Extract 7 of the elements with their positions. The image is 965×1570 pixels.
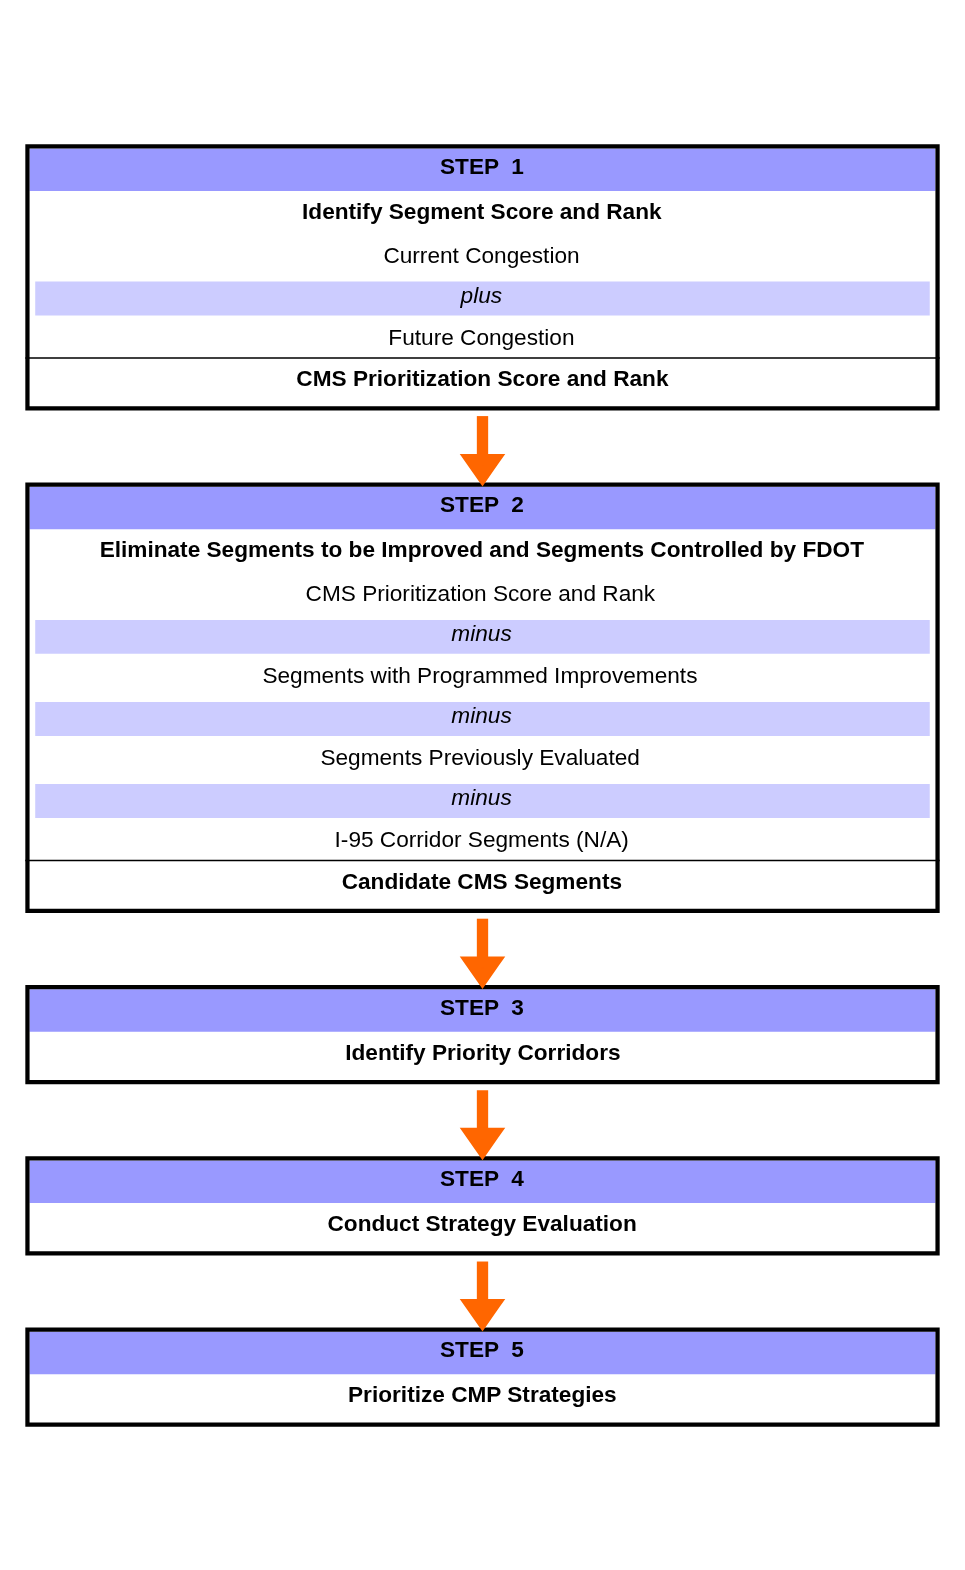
- node-box: STEP 5 Prioritize CMP Strategies: [25, 1327, 940, 1427]
- arrow: [459, 1089, 506, 1160]
- arrow: [459, 918, 506, 989]
- node-box: STEP 3 Identify Priority Corridors: [25, 984, 940, 1084]
- arrow: [459, 415, 506, 486]
- arrow: [459, 1261, 506, 1331]
- node-box: STEP 4 Conduct Strategy Evaluation: [25, 1155, 940, 1255]
